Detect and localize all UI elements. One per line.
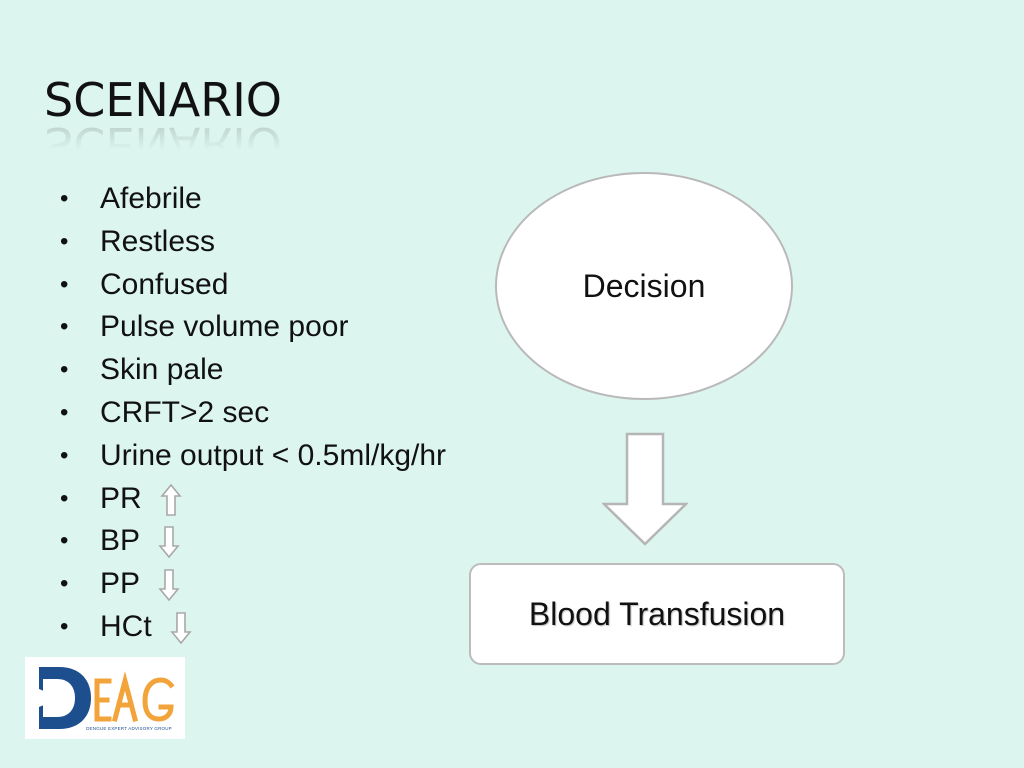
symptom-item: • CRFT>2 sec [60,392,446,435]
bullet-marker: • [60,185,69,212]
bullet-marker: • [60,612,69,640]
symptom-text: Pulse volume poor [100,310,349,344]
blood-transfusion-box: Blood Transfusion [469,563,845,665]
symptom-text: Urine output < 0.5ml/kg/hr [100,438,447,472]
symptom-text: CRFT>2 sec [100,395,270,429]
symptom-item: • PR [60,478,446,521]
up-arrow-icon [159,483,182,516]
symptom-list: • Afebrile • Restless • Confused • Pulse volume… [60,178,446,649]
symptom-item: • Urine output < 0.5ml/kg/hr [60,435,446,478]
symptom-text: Skin pale [100,353,224,387]
symptom-item: • Skin pale [60,349,446,392]
bullet-marker: • [60,570,69,598]
bullet-marker: • [60,227,69,255]
decision-node: Decision [495,172,793,400]
down-arrow-icon [169,612,192,645]
deag-logo-icon [39,667,175,729]
bullet-marker: • [60,527,69,555]
down-arrow-icon [158,526,180,559]
symptom-item: • Pulse volume poor [60,306,446,349]
slide-title-reflection: SCENARIO [44,117,282,171]
bullet-marker: • [60,441,69,469]
symptom-text: Confused [100,267,229,301]
symptom-text: BP [100,524,141,558]
symptom-item: • PP [60,563,446,606]
symptom-item: • Confused [60,264,446,307]
flow-down-arrow-icon [602,432,688,546]
down-arrow-icon [158,569,180,602]
symptom-item: • Restless [60,221,446,264]
symptom-text: PR [100,481,142,515]
symptom-text: Afebrile [100,182,202,215]
bullet-marker: • [60,398,69,426]
bullet-marker: • [60,270,69,298]
symptom-text: HCt [100,609,152,643]
title-area: SCENARIO SCENARIO [44,70,464,171]
decision-label: Decision [582,267,706,304]
symptom-text: PP [100,567,141,601]
logo-caption: DENGUE EXPERT ADVISORY GROUP [86,726,172,731]
bullet-marker: • [60,356,69,384]
symptom-item: • Afebrile [60,178,446,221]
bullet-marker: • [60,313,69,341]
bullet-marker: • [60,484,69,512]
deag-logo: DENGUE EXPERT ADVISORY GROUP [25,657,185,739]
symptom-item: • BP [60,520,446,563]
outcome-label: Blood Transfusion [528,595,786,632]
symptom-item: • HCt [60,606,446,649]
slide-title: SCENARIO [44,73,282,127]
symptom-text: Restless [100,224,216,258]
